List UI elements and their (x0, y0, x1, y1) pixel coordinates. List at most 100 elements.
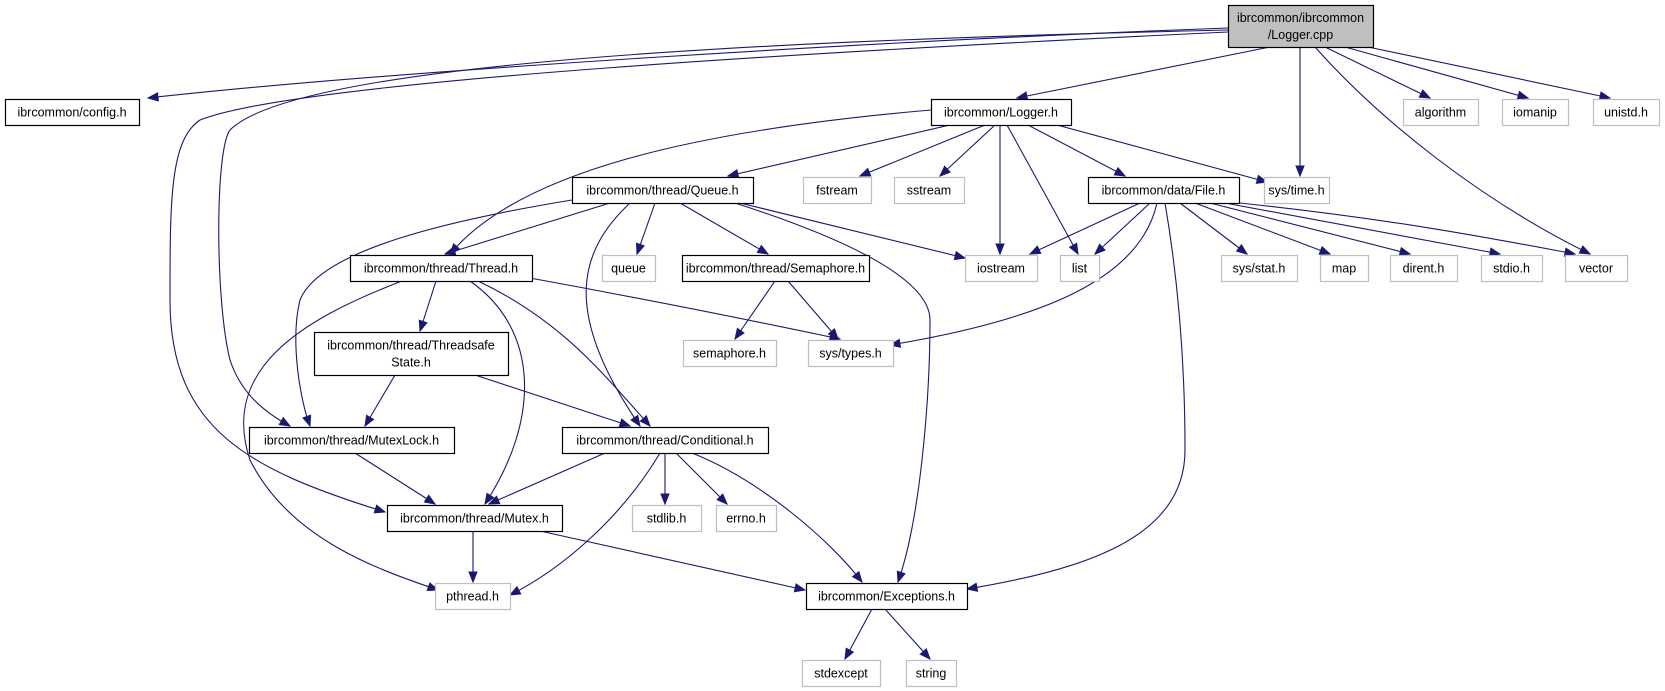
edge-line (1367, 46, 1611, 99)
edge-mutexlock-h-to-mutex-h (354, 452, 437, 505)
edge-line (787, 280, 839, 340)
node-sysstat[interactable]: sys/stat.h (1220, 254, 1299, 283)
node-label: errno.h (726, 512, 766, 526)
edge-queue-h-to-mutexlock-h (295, 199, 573, 428)
edge-file-h-to-dirent (1209, 202, 1412, 256)
node-file-h[interactable]: ibrcommon/data/File.h (1087, 176, 1241, 205)
node-unistd[interactable]: unistd.h (1592, 98, 1661, 127)
node-box (681, 254, 871, 283)
edge-file-h-to-map (1194, 202, 1332, 255)
node-stdio[interactable]: stdio.h (1480, 254, 1544, 283)
arrowhead-icon (1578, 245, 1592, 255)
node-label: stdlib.h (647, 512, 687, 526)
edge-line (1209, 202, 1411, 255)
edge-line (1029, 202, 1141, 255)
edge-line (509, 452, 661, 596)
arrowhead-icon (1015, 91, 1029, 101)
arrowhead-icon (953, 250, 967, 261)
node-pthread[interactable]: pthread.h (434, 582, 512, 611)
node-queue[interactable]: queue (601, 254, 657, 283)
arrowhead-icon (146, 92, 159, 102)
edge-cond-h-to-mutex-h (487, 452, 606, 505)
edge-line (727, 124, 951, 177)
node-label: algorithm (1415, 106, 1466, 120)
arrowhead-icon (965, 582, 979, 592)
node-vector[interactable]: vector (1564, 254, 1629, 283)
edge-line (679, 202, 769, 255)
node-iomanip[interactable]: iomanip (1501, 98, 1570, 127)
arrowhead-icon (302, 414, 312, 428)
node-box (1402, 98, 1480, 127)
arrowhead-icon (851, 570, 863, 584)
node-dirent[interactable]: dirent.h (1389, 254, 1459, 283)
node-loggerh[interactable]: ibrcommon/Logger.h (930, 98, 1073, 127)
node-label: dirent.h (1403, 262, 1445, 276)
edge-line (243, 280, 439, 591)
node-mutexlock-h[interactable]: ibrcommon/thread/MutexLock.h (248, 426, 456, 455)
edges-layer (146, 27, 1612, 661)
node-label: fstream (816, 184, 858, 198)
node-label: ibrcommon/thread/Semaphore.h (686, 262, 865, 276)
edge-queue-h-to-exceptions-h (734, 202, 931, 584)
node-mutex-h[interactable]: ibrcommon/thread/Mutex.h (386, 504, 564, 533)
node-map[interactable]: map (1319, 254, 1370, 283)
edge-queue-h-to-cond-h (585, 202, 641, 428)
edge-line (1006, 124, 1079, 255)
nodes-layer: ibrcommon/ibrcommon/Logger.cppibrcommon/… (4, 4, 1661, 688)
node-semaphore-h[interactable]: ibrcommon/thread/Semaphore.h (681, 254, 871, 283)
edge-line (295, 199, 573, 427)
node-fstream[interactable]: fstream (802, 176, 873, 205)
node-label: pthread.h (446, 590, 499, 604)
node-label: queue (611, 262, 646, 276)
edge-line (1324, 46, 1431, 99)
edge-mutex-h-to-exceptions-h (539, 530, 807, 593)
node-stdexcept[interactable]: stdexcept (801, 659, 882, 688)
edge-file-h-to-list (1094, 202, 1151, 255)
node-box (1480, 254, 1544, 283)
node-iostream[interactable]: iostream (964, 254, 1039, 283)
edge-root-to-algorithm (1324, 46, 1432, 99)
node-config[interactable]: ibrcommon/config.h (4, 98, 141, 127)
edge-root-to-iomanip (1344, 46, 1530, 100)
edge-line (1224, 202, 1501, 255)
node-thread-h[interactable]: ibrcommon/thread/Thread.h (349, 254, 534, 283)
node-string[interactable]: string (905, 659, 958, 688)
node-exceptions-h[interactable]: ibrcommon/Exceptions.h (805, 582, 969, 611)
node-box (631, 504, 703, 533)
node-list[interactable]: list (1059, 254, 1101, 283)
edge-line (734, 280, 776, 340)
edge-queue-h-to-thread-h (443, 202, 611, 256)
node-errno[interactable]: errno.h (715, 504, 778, 533)
edge-semaphore-h-to-systypes (787, 280, 839, 341)
node-box (807, 339, 895, 368)
node-semaphore[interactable]: semaphore.h (682, 339, 778, 368)
node-box (434, 582, 512, 611)
node-algorithm[interactable]: algorithm (1402, 98, 1480, 127)
edge-cond-h-to-exceptions-h (691, 452, 863, 584)
arrowhead-icon (508, 585, 522, 596)
node-box (1220, 254, 1299, 283)
node-systypes[interactable]: sys/types.h (807, 339, 895, 368)
node-stdlib[interactable]: stdlib.h (631, 504, 703, 533)
node-label: ibrcommon/thread/Mutex.h (400, 512, 549, 526)
node-systime[interactable]: sys/time.h (1263, 176, 1331, 205)
edge-line (218, 29, 1229, 427)
arrowhead-icon (793, 583, 807, 593)
node-label: ibrcommon/thread/Thread.h (364, 262, 518, 276)
edge-line (966, 202, 1186, 590)
node-label: ibrcommon/Logger.h (944, 106, 1058, 120)
node-cond-h[interactable]: ibrcommon/thread/Conditional.h (561, 426, 770, 455)
node-sstream[interactable]: sstream (893, 176, 966, 205)
edge-tss-h-to-cond-h (474, 374, 632, 428)
edge-root-to-mutex-h (169, 31, 1229, 514)
node-queue-h[interactable]: ibrcommon/thread/Queue.h (571, 176, 755, 205)
edge-root-to-mutexlock-h (218, 29, 1229, 427)
edge-root-to-unistd (1367, 46, 1612, 101)
node-label: sys/stat.h (1233, 262, 1286, 276)
node-box (1501, 98, 1570, 127)
node-box (313, 331, 510, 377)
arrowhead-icon (487, 495, 501, 505)
node-box (930, 98, 1073, 127)
node-label: list (1072, 262, 1088, 276)
